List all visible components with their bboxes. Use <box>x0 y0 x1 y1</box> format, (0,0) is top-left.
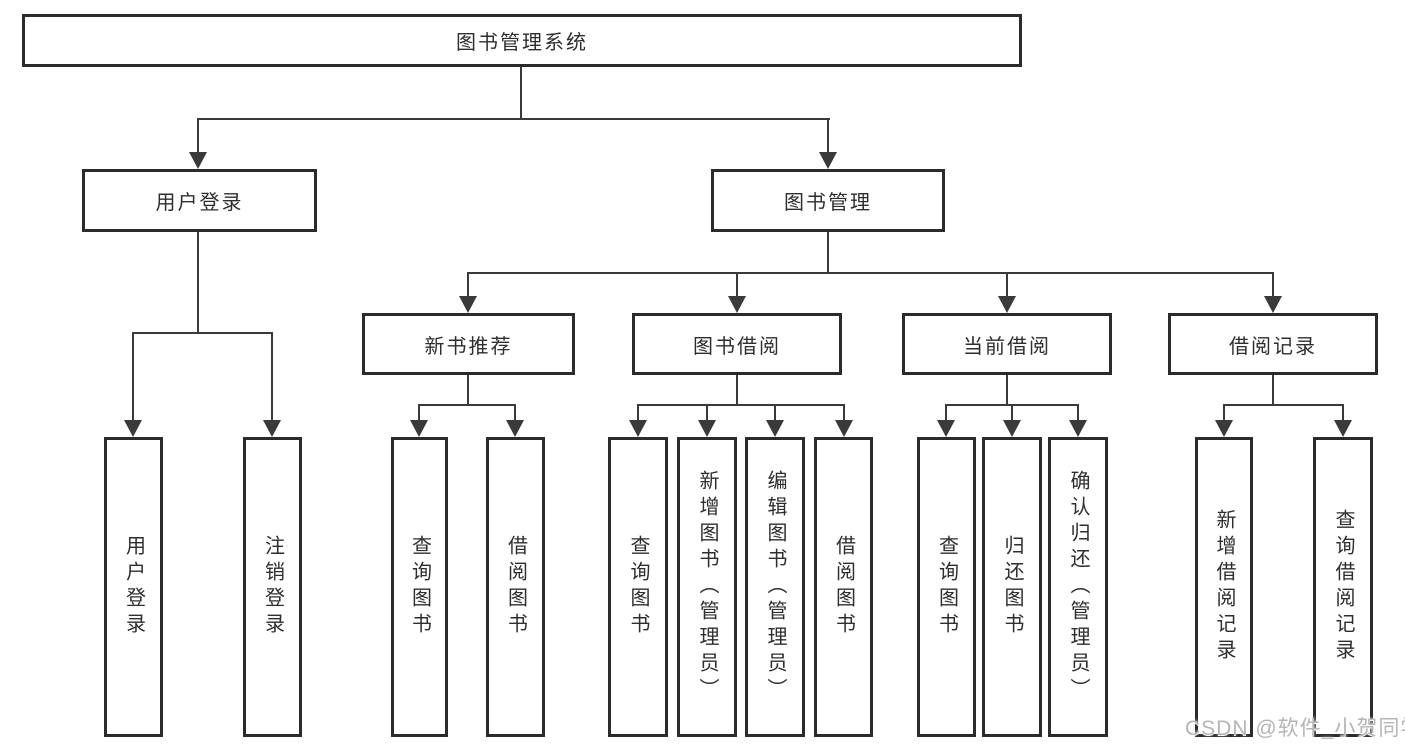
connector-drop <box>1223 404 1225 421</box>
connector-root-feed <box>520 65 522 119</box>
leaf-query-book-recommend: 查询图书 <box>391 437 448 737</box>
arrow-down-icon <box>1264 296 1282 313</box>
connector-drop <box>467 272 469 297</box>
connector-stem <box>1006 373 1008 405</box>
connector-user-login-stem <box>197 230 199 333</box>
arrow-down-icon <box>998 296 1016 313</box>
leaf-borrow-book-recommend: 借阅图书 <box>486 437 545 737</box>
leaf-query-borrow-record: 查询借阅记录 <box>1313 437 1373 737</box>
leaf-edit-book-admin: 编辑图书（管理员） <box>745 437 805 737</box>
connector-splitter <box>637 404 845 406</box>
connector-drop <box>1006 272 1008 297</box>
arrow-down-icon <box>1215 420 1233 437</box>
connector-drop-user-login <box>197 118 199 153</box>
connector-drop <box>271 332 273 421</box>
connector-drop <box>1342 404 1344 421</box>
arrow-down-icon <box>124 420 142 437</box>
connector-user-login-splitter <box>132 332 273 334</box>
connector-drop <box>736 272 738 297</box>
arrow-down-icon <box>835 420 853 437</box>
arrow-down-icon <box>1334 420 1352 437</box>
connector-drop <box>514 404 516 421</box>
arrow-down-icon <box>766 420 784 437</box>
connector-splitter <box>418 404 516 406</box>
connector-splitter <box>1223 404 1344 406</box>
node-new-book-recommend: 新书推荐 <box>362 313 575 375</box>
connector-stem <box>1272 373 1274 405</box>
connector-drop <box>843 404 845 421</box>
node-borrow-record: 借阅记录 <box>1168 313 1378 375</box>
connector-drop <box>1011 404 1013 421</box>
connector-drop <box>418 404 420 421</box>
arrow-down-icon <box>819 152 837 169</box>
leaf-borrow-book: 借阅图书 <box>814 437 873 737</box>
connector-drop <box>706 404 708 421</box>
leaf-query-book-borrow: 查询图书 <box>608 437 668 737</box>
leaf-query-book-current: 查询图书 <box>917 437 976 737</box>
connector-drop-book-mgmt <box>827 118 829 153</box>
arrow-down-icon <box>937 420 955 437</box>
arrow-down-icon <box>263 420 281 437</box>
connector-stem <box>467 373 469 405</box>
arrow-down-icon <box>1003 420 1021 437</box>
connector-stem <box>736 373 738 405</box>
connector-level2-splitter <box>197 118 830 120</box>
arrow-down-icon <box>629 420 647 437</box>
leaf-logout: 注销登录 <box>243 437 302 737</box>
node-book-borrow: 图书借阅 <box>632 313 842 375</box>
watermark: CSDN @软件_小贺同学 <box>1185 717 1405 740</box>
node-book-management: 图书管理 <box>711 169 945 232</box>
connector-drop <box>774 404 776 421</box>
connector-drop <box>132 332 134 421</box>
leaf-add-book-admin: 新增图书（管理员） <box>677 437 737 737</box>
arrow-down-icon <box>1069 420 1087 437</box>
leaf-confirm-return-admin: 确认归还（管理员） <box>1048 437 1108 737</box>
leaf-user-login: 用户登录 <box>104 437 163 737</box>
connector-drop <box>1272 272 1274 297</box>
connector-level3-splitter <box>467 272 1274 274</box>
connector-drop <box>945 404 947 421</box>
node-current-borrow: 当前借阅 <box>902 313 1112 375</box>
arrow-down-icon <box>459 296 477 313</box>
arrow-down-icon <box>506 420 524 437</box>
node-system-root: 图书管理系统 <box>22 14 1022 67</box>
arrow-down-icon <box>728 296 746 313</box>
leaf-return-book: 归还图书 <box>982 437 1042 737</box>
arrow-down-icon <box>189 152 207 169</box>
node-user-login: 用户登录 <box>82 169 317 232</box>
leaf-add-borrow-record: 新增借阅记录 <box>1195 437 1253 737</box>
connector-drop <box>1077 404 1079 421</box>
connector-book-mgmt-stem <box>827 230 829 273</box>
arrow-down-icon <box>698 420 716 437</box>
arrow-down-icon <box>410 420 428 437</box>
connector-drop <box>637 404 639 421</box>
